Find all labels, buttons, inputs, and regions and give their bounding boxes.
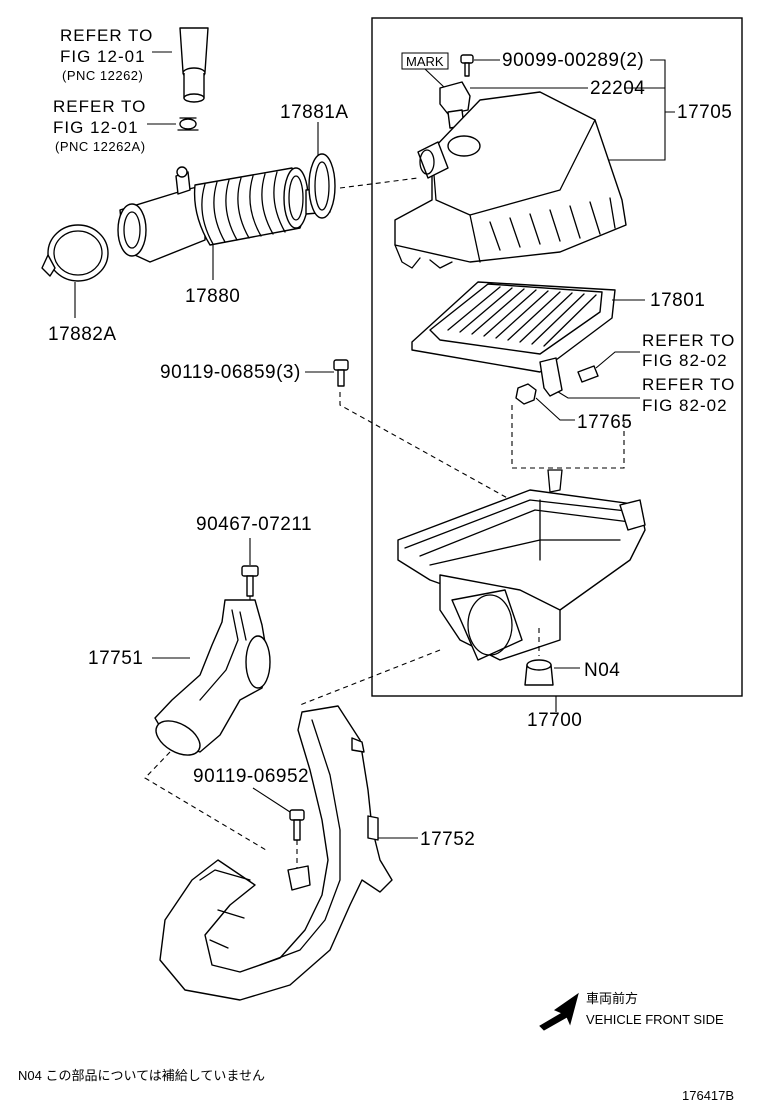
direction-label-jp: 車両前方 (586, 991, 638, 1006)
part-label-17700: 17700 (527, 710, 582, 731)
clip-12262A-icon (177, 117, 199, 131)
part-label-17751: 17751 (88, 648, 143, 669)
part-label-N04: N04 (584, 660, 620, 681)
part-label-90119-06859: 90119-06859(3) (160, 362, 301, 383)
part-label-90467-07211: 90467-07211 (196, 514, 312, 535)
ref-line2: FIG 12-01 (60, 47, 146, 66)
alignment-line (144, 751, 267, 851)
part-label-90119-06952: 90119-06952 (193, 766, 309, 787)
filter-element-17801 (411, 281, 645, 373)
reference-12262A: REFER TO FIG 12-01 (PNC 12262A) (53, 97, 176, 154)
air-cleaner-case-17700 (397, 469, 646, 661)
ref-line1: REFER TO (642, 331, 735, 350)
reference-12262: REFER TO FIG 12-01 (PNC 12262) (60, 26, 172, 83)
alignment-line (339, 392, 521, 506)
direction-label-en: VEHICLE FRONT SIDE (586, 1012, 724, 1027)
ref-line2: FIG 12-01 (53, 118, 139, 137)
reference-82-02-b: REFER TO FIG 82-02 (539, 357, 735, 415)
part-label-17705: 17705 (677, 102, 732, 123)
ref-line1: REFER TO (60, 26, 153, 45)
clamp-17882A (41, 224, 109, 318)
intake-hose-17880 (117, 166, 331, 263)
ref-line3: (PNC 12262) (62, 68, 143, 83)
leader-line (424, 68, 446, 89)
alignment-line (511, 405, 625, 469)
mark-label: MARK (406, 54, 444, 69)
part-label-17882A: 17882A (48, 324, 117, 345)
gasket-17881A (308, 122, 336, 219)
part-label-17752: 17752 (420, 829, 475, 850)
bolt-90467-07211 (241, 538, 259, 612)
alignment-line (299, 649, 441, 706)
ref-line2: FIG 82-02 (642, 351, 728, 370)
part-label-17765: 17765 (577, 412, 632, 433)
intake-duct-17751 (152, 599, 271, 756)
ref-line1: REFER TO (642, 375, 735, 394)
assembly-17700-frame (371, 17, 743, 697)
ref-line2: FIG 82-02 (642, 396, 728, 415)
bolt-90119-06859 (305, 359, 349, 387)
inlet-duct-17752 (159, 705, 418, 1001)
screw-90099-icon (460, 54, 500, 77)
footnote: N04 この部品については補給していません (18, 1068, 265, 1083)
part-label-17801: 17801 (650, 290, 705, 311)
part-label-22204: 22204 (590, 78, 645, 99)
ref-line1: REFER TO (53, 97, 146, 116)
hose-fig12-01 (179, 27, 209, 103)
air-cleaner-cap-17705 (394, 91, 627, 269)
grommet-N04 (524, 628, 580, 686)
part-label-17880: 17880 (185, 286, 240, 307)
ref-line3: (PNC 12262A) (55, 139, 146, 154)
nut-17765 (515, 383, 575, 421)
figure-id: 176417B (682, 1088, 734, 1103)
part-label-17881A: 17881A (280, 102, 349, 123)
bolt-90119-06952 (252, 787, 305, 872)
reference-82-02-a: REFER TO FIG 82-02 (577, 331, 735, 383)
part-label-90099-00289: 90099-00289(2) (502, 50, 644, 71)
alignment-line (339, 177, 419, 189)
vehicle-front-arrow-icon (539, 992, 579, 1031)
